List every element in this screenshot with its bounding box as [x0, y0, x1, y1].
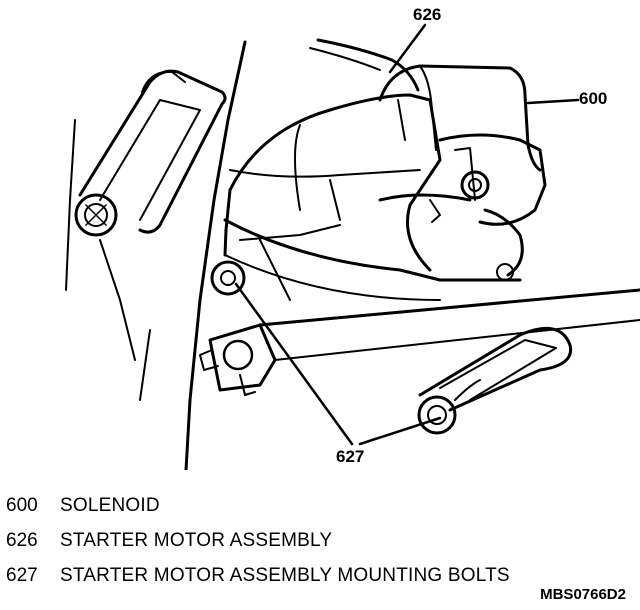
lower-clip-bracket: [199, 288, 640, 396]
callout-600: 600: [579, 89, 608, 108]
legend-label: STARTER MOTOR ASSEMBLY: [60, 529, 333, 551]
legend-row-627: 627 STARTER MOTOR ASSEMBLY MOUNTING BOLT…: [6, 558, 510, 593]
leader-627-a: [234, 282, 354, 446]
starter-motor-illustration: [65, 23, 640, 470]
left-wire-bracket: [74, 69, 227, 237]
right-wire-bracket: [417, 327, 573, 435]
cable: [309, 38, 420, 92]
leader-627-b: [358, 416, 442, 446]
callout-626: 626: [413, 5, 442, 24]
leader-lines: [234, 23, 580, 446]
figure-code: MBS0766D2: [540, 586, 626, 603]
engine-block: [65, 40, 247, 470]
solenoid: [378, 64, 547, 281]
leader-626: [388, 23, 427, 74]
legend: 600 SOLENOID 626 STARTER MOTOR ASSEMBLY …: [6, 488, 510, 593]
mounting-bolt-upper: [210, 260, 246, 296]
starter-motor-body: [223, 93, 522, 301]
legend-row-626: 626 STARTER MOTOR ASSEMBLY: [6, 523, 510, 558]
callout-627: 627: [336, 447, 365, 466]
leader-600: [526, 98, 580, 105]
legend-label: STARTER MOTOR ASSEMBLY MOUNTING BOLTS: [60, 564, 510, 586]
legend-number: 600: [6, 494, 38, 516]
legend-number: 627: [6, 564, 38, 586]
legend-label: SOLENOID: [60, 494, 160, 516]
legend-row-600: 600 SOLENOID: [6, 488, 510, 523]
legend-number: 626: [6, 529, 38, 551]
